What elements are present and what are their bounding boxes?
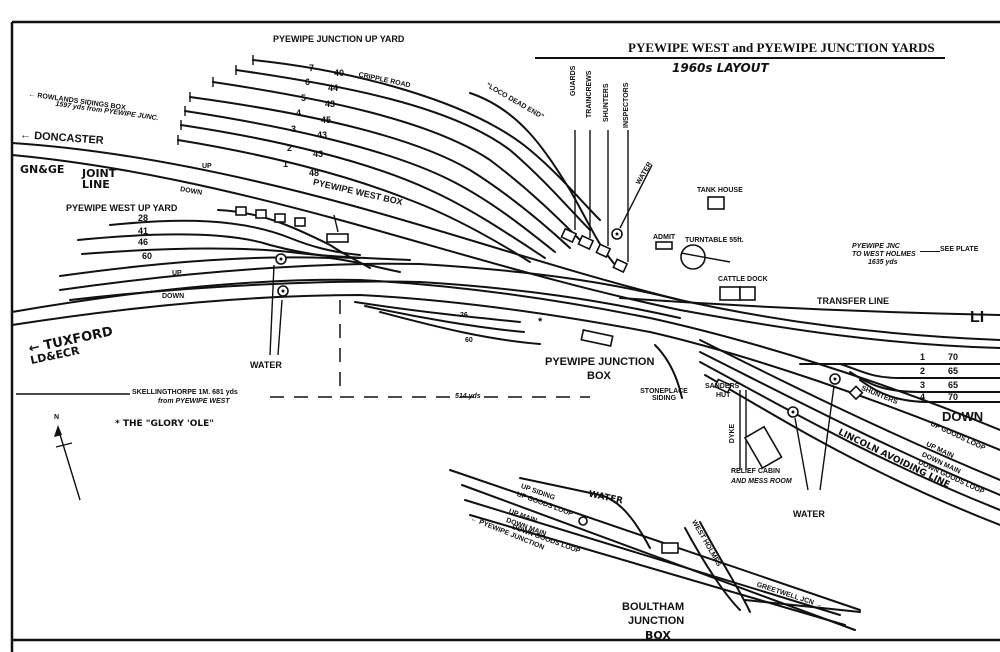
junction-box-label-2: BOX [587, 370, 611, 382]
cattle-dock-2 [739, 286, 756, 301]
road-5-num: 5 [301, 93, 307, 103]
cattle-dock-1 [719, 286, 741, 301]
sanders-hut-label-2: HUT [716, 392, 731, 399]
glory-siding-cap-1: 26 [460, 312, 468, 319]
gnge-label: GN&GE [20, 163, 65, 176]
sanders-hut-label: SANDERS [705, 383, 740, 390]
west-yard-cap-4: 60 [142, 251, 153, 261]
see-plate-label: SEE PLATE [940, 246, 979, 253]
water-columns [275, 228, 841, 526]
west-holmes-distance: 1635 yds [868, 259, 898, 266]
boultham-box-label-3: BOX [645, 629, 671, 642]
diagram-subtitle: 1960s LAYOUT [672, 61, 769, 75]
diagram-title: PYEWIPE WEST and PYEWIPE JUNCTION YARDS [628, 40, 935, 55]
down-road-3-cap: 65 [948, 380, 959, 390]
lincoln-label: LI [970, 309, 985, 326]
road-1-cap: 48 [309, 168, 320, 178]
road-2-cap: 43 [313, 149, 324, 159]
west-up-yard-title: PYEWIPE WEST UP YARD [66, 203, 178, 213]
down-road-3-num: 3 [920, 380, 926, 390]
shunters-hut [848, 385, 864, 401]
road-1-num: 1 [283, 159, 289, 169]
turntable-road [680, 252, 731, 263]
road-6-num: 6 [305, 77, 311, 87]
distance-514: 514 yds [455, 393, 481, 400]
cabin-shunters: SHUNTERS [603, 83, 610, 122]
down-road-4-num: 4 [920, 392, 926, 402]
relief-cabin [743, 425, 783, 470]
west-yard-cap-3: 46 [138, 237, 149, 247]
boultham-box-label-1: BOULTHAM [622, 601, 685, 613]
junction-box-label: PYEWIPE JUNCTION [545, 356, 655, 368]
tank-house [707, 196, 725, 210]
west-up-yard-sidings [59, 209, 411, 277]
west-yard-huts [235, 206, 306, 227]
transfer-line-label: TRANSFER LINE [817, 296, 889, 306]
road-6-cap: 44 [328, 83, 339, 93]
water-label-east: WATER [793, 509, 825, 519]
road-5-cap: 43 [325, 99, 336, 109]
up-line-label-2: UP [172, 270, 182, 277]
stoneplace-siding-label: STONEPLACE SIDING [640, 388, 688, 402]
cattle-dock-label: CATTLE DOCK [718, 276, 768, 283]
cabin-row [560, 227, 629, 274]
down-yard-label: DOWN [942, 409, 984, 424]
road-7-cap: 40 [334, 68, 345, 78]
relief-cabin-label: RELIEF CABIN [731, 468, 780, 475]
sanders-hut [713, 378, 733, 394]
skellingthorpe-label: SKELLINGTHORPE 1M. 681 yds [132, 389, 238, 396]
road-7-num: 7 [309, 63, 315, 73]
water-label-west: WATER [250, 360, 282, 370]
dyke-label: DYKE [729, 423, 737, 444]
glory-ole-note: * THE "GLORY 'OLE" [115, 419, 214, 429]
down-yard-roads [799, 363, 1000, 403]
down-road-2-cap: 65 [948, 366, 959, 376]
boultham-junction-box [661, 542, 679, 554]
road-3-cap: 43 [317, 130, 328, 140]
admit-building [655, 241, 673, 250]
pointer-lines [269, 130, 835, 491]
west-yard-cap-1: 28 [138, 213, 149, 223]
admit-label: ADMIT [653, 234, 676, 241]
tank-house-label: TANK HOUSE [697, 187, 743, 194]
turntable-label: TURNTABLE 55ft. [685, 237, 744, 244]
joint-line-label: JOINT LINE [82, 167, 117, 191]
pyewipe-west-box [326, 233, 349, 243]
up-line-label: UP [202, 163, 212, 170]
down-road-1-cap: 70 [948, 352, 959, 362]
skellingthorpe-from: from PYEWIPE WEST [158, 398, 230, 405]
distance-lines [16, 300, 590, 398]
boultham-lines [449, 469, 861, 631]
down-line-label-2: DOWN [162, 293, 185, 300]
north-arrow [54, 425, 81, 501]
pyewipe-junction-box [580, 329, 614, 347]
road-4-num: 4 [296, 108, 302, 118]
cabin-traincrews: TRAINCREWS [586, 70, 593, 118]
road-3-num: 3 [291, 124, 297, 134]
mess-room-label: AND MESS ROOM [731, 478, 792, 485]
glory-ole-sidings [354, 301, 541, 345]
pyewipe-jnc-label: PYEWIPE JNC [852, 243, 900, 250]
road-4-cap: 45 [321, 115, 332, 125]
transfer-line [619, 297, 1000, 316]
down-road-4-cap: 70 [948, 392, 959, 402]
up-yard-roads [177, 55, 601, 263]
main-lines [11, 142, 1000, 451]
cabin-inspectors: INSPECTORS [623, 82, 630, 128]
up-yard-title: PYEWIPE JUNCTION UP YARD [273, 34, 405, 44]
north-label: N [54, 414, 60, 421]
road-2-num: 2 [287, 143, 293, 153]
cabin-guards: GUARDS [570, 65, 577, 96]
glory-ole-asterisk: * [538, 316, 543, 328]
stoneplace-siding-track [654, 344, 683, 399]
down-road-2-num: 2 [920, 366, 926, 376]
to-west-holmes-label: TO WEST HOLMES [852, 251, 916, 258]
avoiding-lines [699, 339, 1000, 526]
see-plate-leader [920, 251, 940, 252]
west-yard-cap-2: 41 [138, 226, 149, 236]
glory-siding-cap-2: 60 [465, 337, 473, 344]
boultham-box-label-2: JUNCTION [628, 615, 685, 627]
down-road-1-num: 1 [920, 352, 926, 362]
